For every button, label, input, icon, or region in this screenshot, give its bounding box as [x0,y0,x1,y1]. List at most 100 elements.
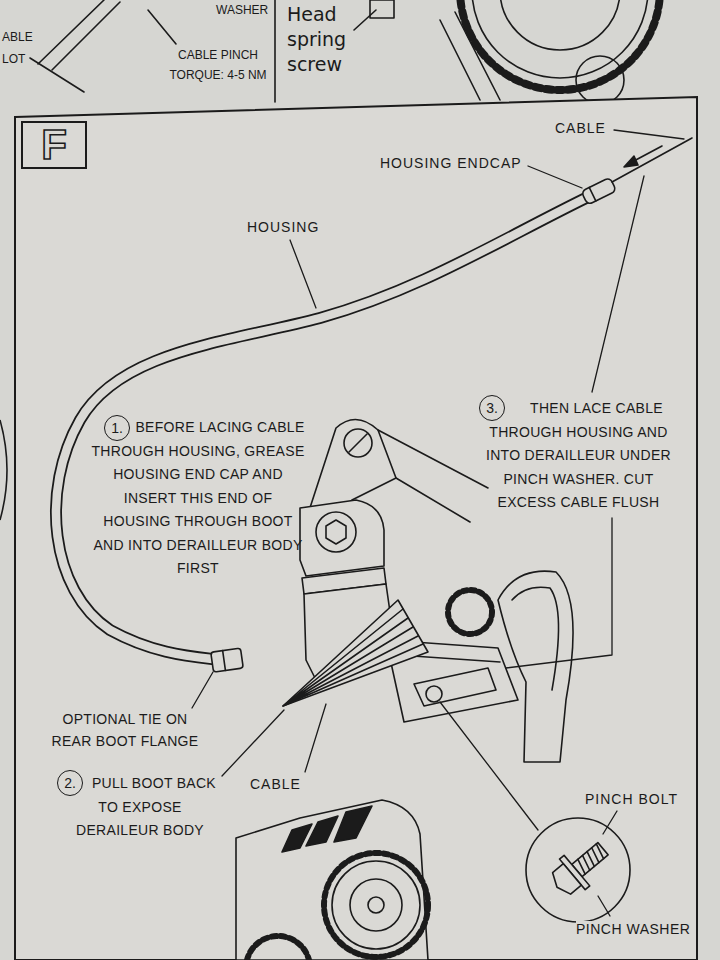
part-label: ABLE [2,30,33,44]
callout-number-text: 2. [64,776,76,790]
pulley-axle [368,897,384,913]
jockey-pulley [448,590,492,634]
bolt-hex [326,520,346,544]
part-label: CABLE [555,120,606,136]
tension-pulley-teeth [324,853,428,957]
housing-ferrule [211,648,243,672]
ferrule-rim [223,651,226,671]
endcap-body [581,177,616,205]
part-label-box: OPTIONAL TIE ON REAR BOOT FLANGE [50,708,200,752]
leader-line [598,896,610,916]
cog [472,0,648,78]
leader-line [148,10,176,44]
cage-plate [498,571,573,762]
boot [283,600,428,706]
part-label-box: PINCH BOLT [585,791,678,807]
housing-endcap [581,177,616,205]
leader-line [222,710,284,776]
spring-screw [370,0,394,18]
bolt-head [548,864,581,898]
detail-inset [526,818,630,922]
knuckle [300,500,384,576]
part-label: HOUSING [247,219,319,235]
leader-line [592,176,644,392]
part-label: PINCH BOLT [585,791,678,807]
part-label-box: LOT [2,52,25,66]
part-label: OPTIONAL TIE ON REAR BOOT FLANGE [50,708,200,752]
indent-spacer [88,416,132,437]
callout-number: 1. [104,415,130,441]
pivot-bolt [344,429,372,457]
leader-line [440,702,538,830]
pinch-washer [414,668,496,706]
leader-line [30,58,84,92]
cog-teeth [246,936,310,960]
handwritten-note: Head spring screw [287,2,357,77]
hanger-link [378,430,488,522]
leader-line [506,518,612,668]
instruction-text: BEFORE LACING CABLE THROUGH HOUSING, GRE… [88,416,308,581]
part-label: HOUSING ENDCAP [380,155,522,171]
cog-teeth [460,0,660,90]
part-label: LOT [2,52,25,66]
part-label-box: CABLE [555,120,606,136]
part-label-box: WASHER [216,3,268,17]
leader-line [614,130,684,139]
indent-spacer [60,772,88,793]
pinch-bolt [426,686,442,702]
boot-ribs [283,609,423,706]
thread-lines [575,844,607,874]
neighbour-figure-edge [0,420,7,520]
cable-slot [38,0,120,70]
top-sheet [30,0,660,104]
panel-letter-box: F [21,121,87,169]
leader-line [528,166,582,188]
cog-hub [500,0,620,50]
indent-spacer [476,397,512,418]
pulley-hub [350,879,402,931]
leader-line [354,10,376,30]
cable-wire [612,138,692,182]
tension-pulley [332,861,420,949]
direction-arrow [632,146,662,162]
part-label-box: ABLE [2,30,33,44]
instruction-text-box: PULL BOOT BACK TO EXPOSE DERAILEUR BODY [60,772,220,843]
pulley [576,56,624,104]
part-label-box: HOUSING [247,219,319,235]
part-label-box: PINCH WASHER [576,921,690,937]
instruction-text: THEN LACE CABLE THROUGH HOUSING AND INTO… [476,397,681,515]
logo-mark [282,806,372,852]
part-label: PINCH WASHER [576,921,690,937]
torque-note-box: CABLE PINCH TORQUE: 4-5 NM [158,45,278,85]
bolt-slot [349,434,367,452]
callout-number-text: 1. [111,421,123,435]
leader-line [305,704,326,772]
instruction-text-box: BEFORE LACING CABLE THROUGH HOUSING, GRE… [88,416,308,581]
ferrule-body [211,648,243,672]
cage-edge [440,12,500,100]
instruction-text-box: THEN LACE CABLE THROUGH HOUSING AND INTO… [476,397,681,515]
panel-letter: F [41,124,67,166]
leader-line [192,672,213,708]
callout-number: 3. [479,395,505,421]
instruction-text: PULL BOOT BACK TO EXPOSE DERAILEUR BODY [60,772,220,843]
panel-frame [15,97,697,960]
pinch-bolt-detail [544,833,616,902]
part-label-box: HOUSING ENDCAP [380,155,522,171]
cage-edge [512,587,559,690]
panel-divider [274,0,276,102]
torque-note: CABLE PINCH TORQUE: 4-5 NM [158,45,278,85]
derailleur [56,138,692,960]
leader-line [603,811,617,834]
callout-number-text: 3. [486,401,498,415]
part-label-box: CABLE [250,776,301,792]
direction-arrowhead [624,156,638,167]
handwritten-note-box: Head spring screw [287,2,357,77]
endcap-rim [589,187,596,200]
callout-number: 2. [57,770,83,796]
mount-bolt [316,512,356,552]
leader-line [290,240,316,308]
part-label: WASHER [216,3,268,17]
